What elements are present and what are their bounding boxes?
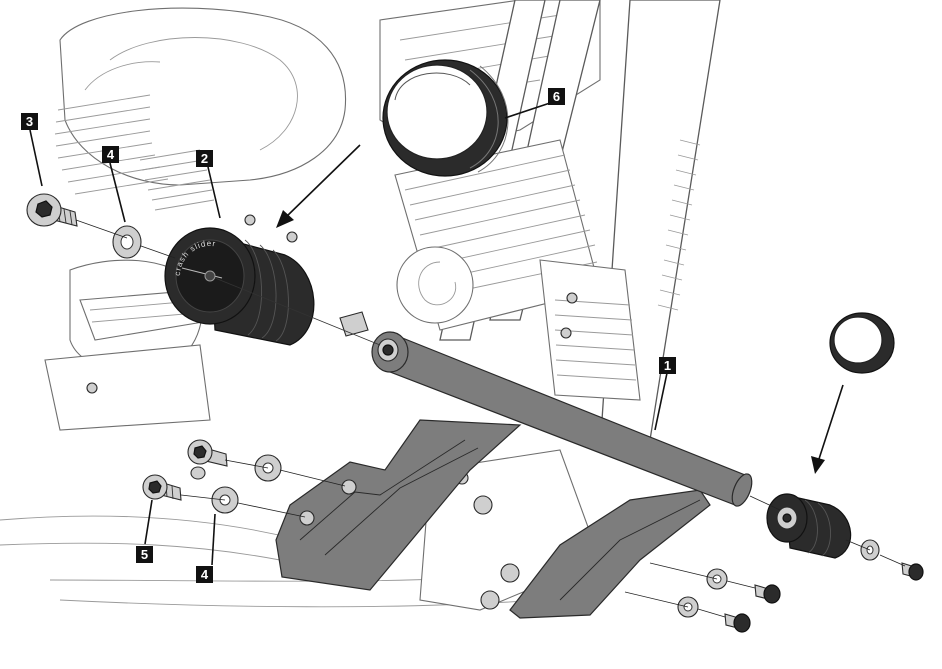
callout-6: 6 — [548, 88, 565, 105]
bolt-right-lower-1 — [754, 584, 781, 604]
callout-2: 2 — [196, 150, 213, 167]
crash-slider-right — [766, 493, 852, 559]
callout-3: 3 — [21, 113, 38, 130]
callout-4-upper: 4 — [102, 146, 119, 163]
bolt-part-3 — [26, 193, 78, 227]
crash-slider-left: crash slider — [164, 227, 381, 346]
callout-5-label: 5 — [141, 547, 148, 562]
washer-part-4-upper — [112, 225, 142, 259]
bracket-studs — [299, 479, 357, 526]
callout-1-label: 1 — [664, 358, 671, 373]
nut-small — [190, 466, 206, 480]
callout-4-lower: 4 — [196, 566, 213, 583]
bolt-part-5-upper — [187, 439, 228, 467]
callout-4-upper-label: 4 — [107, 147, 115, 162]
arrow-right-ring — [811, 384, 844, 474]
callout-6-label: 6 — [553, 89, 560, 104]
callout-2-label: 2 — [201, 151, 208, 166]
bolt-part-5-lower — [142, 474, 182, 501]
arrow-left-ring — [276, 144, 361, 228]
bolt-right-end — [901, 562, 924, 581]
callout-3-label: 3 — [26, 114, 33, 129]
spacer-ring-right — [829, 312, 895, 374]
frame-slider-bar — [275, 331, 753, 619]
spacer-ring-left — [382, 59, 509, 177]
assembly-lines — [75, 219, 906, 618]
callout-1: 1 — [659, 357, 676, 374]
bolt-right-lower-2 — [724, 613, 751, 633]
callout-4-lower-label: 4 — [201, 567, 209, 582]
callout-5: 5 — [136, 546, 153, 563]
callout-leaders — [29, 102, 668, 566]
